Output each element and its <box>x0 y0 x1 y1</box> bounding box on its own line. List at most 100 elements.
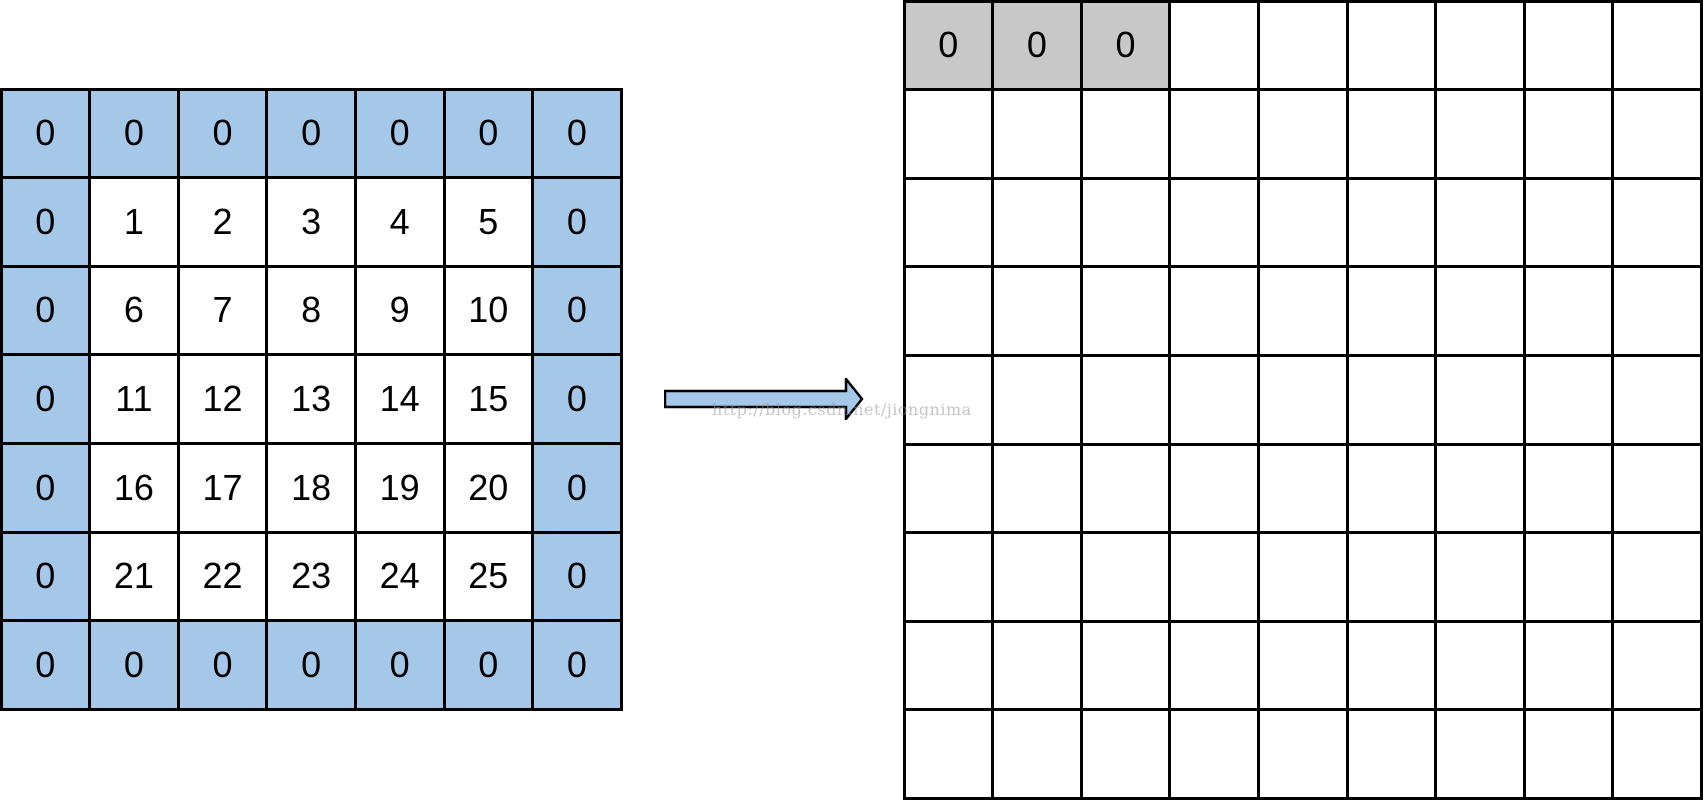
output-cell <box>1169 1 1259 90</box>
output-cell <box>1258 444 1347 533</box>
input-cell: 14 <box>355 354 444 444</box>
output-cell <box>1081 266 1170 356</box>
grid-line <box>0 707 623 711</box>
input-cell: 17 <box>178 443 267 532</box>
input-cell: 0 <box>355 620 444 710</box>
output-cell <box>1081 709 1170 799</box>
arrow-shape <box>664 378 864 420</box>
input-cell: 8 <box>266 266 356 355</box>
grid-line <box>902 531 1703 535</box>
input-cell: 3 <box>266 177 356 267</box>
grid-line <box>902 0 906 800</box>
output-cell <box>904 355 993 444</box>
output-cell <box>904 621 993 710</box>
grid-line <box>1256 0 1260 800</box>
output-cell <box>1258 621 1347 710</box>
output-cell <box>1347 532 1436 622</box>
output-cell <box>1612 355 1702 444</box>
output-cell <box>992 444 1082 533</box>
output-cell <box>992 621 1082 710</box>
grid-line <box>442 87 446 711</box>
input-cell: 5 <box>444 177 533 267</box>
output-cell <box>1081 532 1170 622</box>
input-cell: 13 <box>266 354 356 444</box>
output-cell <box>1081 444 1170 533</box>
output-cell <box>1435 355 1525 444</box>
output-cell <box>1081 355 1170 444</box>
output-cell <box>1612 532 1702 622</box>
output-cell <box>1081 89 1170 179</box>
grid-line <box>531 87 535 711</box>
output-cell <box>1524 709 1613 799</box>
grid-line <box>0 87 3 711</box>
input-cell: 0 <box>1 620 90 710</box>
grid-line <box>991 0 995 800</box>
input-cell: 9 <box>355 266 444 355</box>
grid-line <box>176 87 180 711</box>
output-cell <box>992 355 1082 444</box>
output-cell <box>1169 355 1259 444</box>
output-cell <box>1612 89 1702 179</box>
output-cell <box>1347 89 1436 179</box>
input-cell: 0 <box>355 89 444 178</box>
grid-line <box>0 619 623 623</box>
output-cell <box>1258 532 1347 622</box>
output-cell <box>1435 1 1525 90</box>
input-cell: 12 <box>178 354 267 444</box>
output-cell <box>1347 266 1436 356</box>
input-cell: 1 <box>89 177 179 267</box>
input-cell: 0 <box>1 89 90 178</box>
output-cell <box>1435 621 1525 710</box>
grid-line <box>0 176 623 180</box>
grid-line <box>902 442 1703 446</box>
input-cell: 24 <box>355 532 444 621</box>
output-cell <box>1612 178 1702 267</box>
output-cell <box>1258 1 1347 90</box>
output-cell <box>1612 1 1702 90</box>
input-cell: 0 <box>178 89 267 178</box>
output-cell <box>1524 444 1613 533</box>
output-cell <box>1169 89 1259 179</box>
output-cell <box>1081 621 1170 710</box>
input-cell: 21 <box>89 532 179 621</box>
input-cell: 0 <box>89 620 179 710</box>
output-cell <box>904 178 993 267</box>
grid-line <box>88 87 92 711</box>
input-cell: 0 <box>532 354 622 444</box>
grid-line <box>902 619 1703 623</box>
grid-line <box>1611 0 1615 800</box>
output-cell <box>992 178 1082 267</box>
grid-line <box>1079 0 1083 800</box>
output-cell <box>1258 355 1347 444</box>
output-cell <box>1347 355 1436 444</box>
grid-line <box>1699 0 1703 800</box>
output-cell <box>1347 1 1436 90</box>
output-cell <box>1435 444 1525 533</box>
grid-line <box>265 87 269 711</box>
input-cell: 0 <box>178 620 267 710</box>
output-cell <box>1169 178 1259 267</box>
output-cell <box>1169 266 1259 356</box>
output-cell <box>1524 266 1613 356</box>
grid-line <box>1168 0 1172 800</box>
grid-line <box>1345 0 1349 800</box>
output-cell <box>1435 266 1525 356</box>
output-cell <box>1258 266 1347 356</box>
output-cell <box>992 89 1082 179</box>
output-cell <box>1612 444 1702 533</box>
input-cell: 0 <box>532 266 622 355</box>
output-cell <box>1524 532 1613 622</box>
output-cell <box>1081 178 1170 267</box>
input-cell: 22 <box>178 532 267 621</box>
input-cell: 0 <box>1 266 90 355</box>
right-arrow-icon <box>664 378 864 420</box>
output-cell <box>992 266 1082 356</box>
input-cell: 23 <box>266 532 356 621</box>
grid-line <box>0 530 623 534</box>
input-cell: 0 <box>1 532 90 621</box>
grid-line <box>902 176 1703 180</box>
output-cell <box>992 532 1082 622</box>
input-cell: 0 <box>266 620 356 710</box>
input-cell: 7 <box>178 266 267 355</box>
